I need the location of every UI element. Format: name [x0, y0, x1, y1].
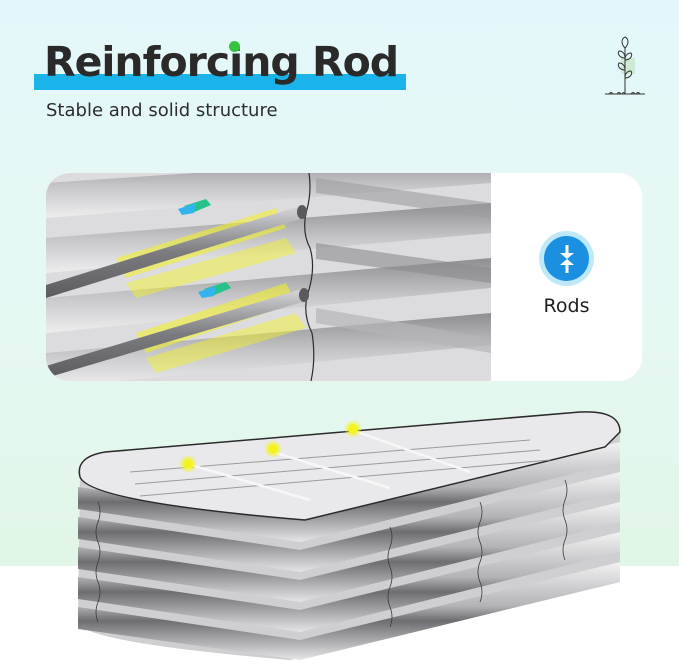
raised-garden-bed-image — [78, 411, 621, 660]
detail-card: Rods — [46, 173, 642, 381]
plant-sprout-icon — [605, 36, 645, 95]
arrows-compress-icon — [559, 244, 574, 273]
title-dot-accent — [229, 41, 240, 52]
rod-closeup-photo — [46, 173, 491, 381]
page-title: Reinforcing Rod — [44, 38, 399, 86]
title-accent-bar — [34, 74, 406, 90]
rods-badge — [539, 231, 594, 286]
page-subtitle: Stable and solid structure — [46, 100, 278, 121]
header: Reinforcing Rod — [34, 34, 406, 90]
rods-label: Rods — [543, 295, 590, 317]
rods-feature-panel: Rods — [491, 173, 642, 381]
